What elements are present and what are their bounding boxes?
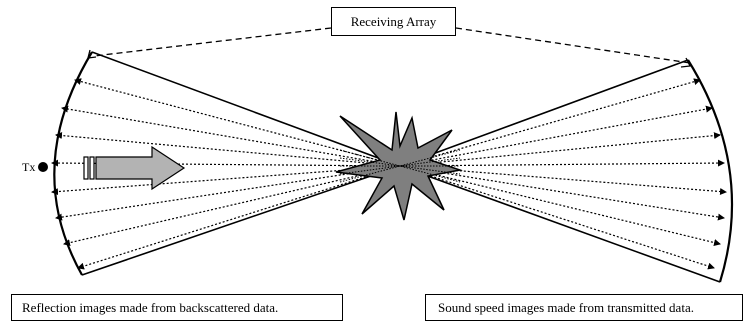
right-beam-upper-edge: [399, 59, 689, 167]
transmission-ray: [399, 78, 701, 167]
left-array-leader-line: [93, 27, 332, 57]
backscatter-ray: [63, 165, 401, 247]
backscatter-ray: [55, 165, 401, 221]
focal-rays-overlay: [339, 149, 461, 183]
transmission-ray: [399, 105, 713, 167]
right-beam-lower-edge: [399, 165, 721, 283]
backscatter-ray: [77, 165, 401, 270]
transmitter-dot: [38, 162, 48, 172]
left-beam-lower-edge: [81, 165, 401, 276]
right-receiving-array-arc: [687, 59, 734, 283]
transmission-ray: [399, 132, 721, 167]
transmission-ray: [399, 165, 725, 221]
transmission-rays: [399, 78, 727, 270]
right-array-leader-line: [455, 27, 691, 64]
backscatter-ray: [61, 105, 401, 167]
transmission-ray: [399, 165, 727, 196]
transmission-ray: [399, 165, 721, 246]
reflection-caption: Reflection images made from backscattere…: [11, 294, 343, 321]
left-beam-upper-edge: [91, 51, 401, 167]
transmission-ray: [399, 165, 715, 270]
backscatter-ray: [55, 132, 401, 167]
transmit-direction-arrow: [83, 145, 186, 191]
transmitter-label: Tx: [22, 160, 36, 174]
receiving-array-label: Receiving Array: [331, 7, 456, 36]
sound-speed-caption: Sound speed images made from transmitted…: [425, 294, 743, 321]
